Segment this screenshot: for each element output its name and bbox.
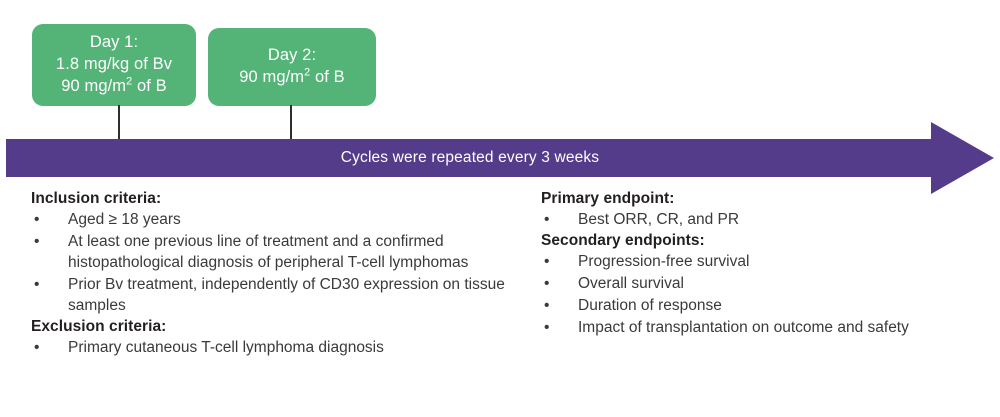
- criteria-column: Inclusion criteria: • Aged ≥ 18 years • At …: [31, 190, 531, 360]
- day-2-treatment-box: Day 2: 90 mg/m2 of B: [208, 28, 376, 106]
- bullet-icon: •: [544, 275, 550, 293]
- exclusion-criteria-heading: Exclusion criteria:: [31, 318, 167, 336]
- day-1-line-2: 90 mg/m2 of B: [61, 75, 167, 95]
- list-item-label: Impact of transplantation on outcome and…: [578, 319, 909, 337]
- bullet-icon: •: [544, 319, 550, 337]
- day-1-treatment-box: Day 1: 1.8 mg/kg of Bv 90 mg/m2 of B: [32, 24, 196, 106]
- bullet-icon: •: [544, 297, 550, 315]
- list-item: • Progression-free survival: [541, 251, 981, 272]
- bullet-icon: •: [544, 253, 550, 271]
- bullet-icon: •: [34, 276, 40, 294]
- exclusion-criteria-list: • Primary cutaneous T-cell lymphoma diagn…: [31, 337, 531, 358]
- list-item: • Primary cutaneous T-cell lymphoma diagn…: [31, 337, 531, 358]
- list-item: • Prior Bv treatment, independently of CD…: [31, 274, 531, 316]
- day-2-connector-line: [290, 105, 292, 141]
- list-item-label: Overall survival: [578, 275, 684, 293]
- list-item: • Best ORR, CR, and PR: [541, 209, 981, 230]
- secondary-endpoints-list: • Progression-free survival • Overall survi…: [541, 251, 981, 338]
- day-1-connector-line: [118, 105, 120, 141]
- list-item: • At least one previous line of treatment…: [31, 231, 531, 273]
- list-item-label: Prior Bv treatment, independently of CD3…: [68, 276, 505, 315]
- bullet-icon: •: [544, 211, 550, 228]
- bullet-icon: •: [34, 339, 40, 357]
- list-item-label: Duration of response: [578, 297, 722, 315]
- list-item: • Impact of transplantation on outcome an…: [541, 317, 981, 338]
- day-1-line-1: 1.8 mg/kg of Bv: [55, 55, 173, 74]
- list-item: • Aged ≥ 18 years: [31, 209, 531, 230]
- bullet-icon: •: [34, 211, 40, 228]
- list-item-label: Progression-free survival: [578, 253, 750, 271]
- bullet-icon: •: [34, 233, 40, 251]
- inclusion-criteria-list: • Aged ≥ 18 years • At least one previous l…: [31, 209, 531, 316]
- list-item-label: At least one previous line of treatment …: [68, 233, 469, 272]
- list-item: • Overall survival: [541, 273, 981, 294]
- list-item: • Duration of response: [541, 295, 981, 316]
- primary-endpoint-list: • Best ORR, CR, and PR: [541, 209, 981, 230]
- cycle-arrow-shape: [6, 122, 994, 194]
- cycle-arrow: [6, 122, 994, 194]
- endpoints-column: Primary endpoint: •Best ORR, CR, and PR …: [541, 190, 981, 340]
- list-item-label: Primary cutaneous T-cell lymphoma diagno…: [68, 339, 384, 357]
- inclusion-criteria-heading: Inclusion criteria:: [31, 190, 162, 207]
- primary-endpoint-heading: Primary endpoint:: [541, 190, 675, 207]
- day-2-line-1: 90 mg/m2 of B: [239, 66, 345, 86]
- secondary-endpoints-heading: Secondary endpoints:: [541, 232, 705, 250]
- day-2-line-0: Day 2:: [267, 46, 317, 65]
- list-item-label: Best ORR, CR, and PR: [578, 211, 740, 228]
- day-1-line-0: Day 1:: [89, 33, 139, 52]
- list-item-label: Aged ≥ 18 years: [68, 211, 181, 228]
